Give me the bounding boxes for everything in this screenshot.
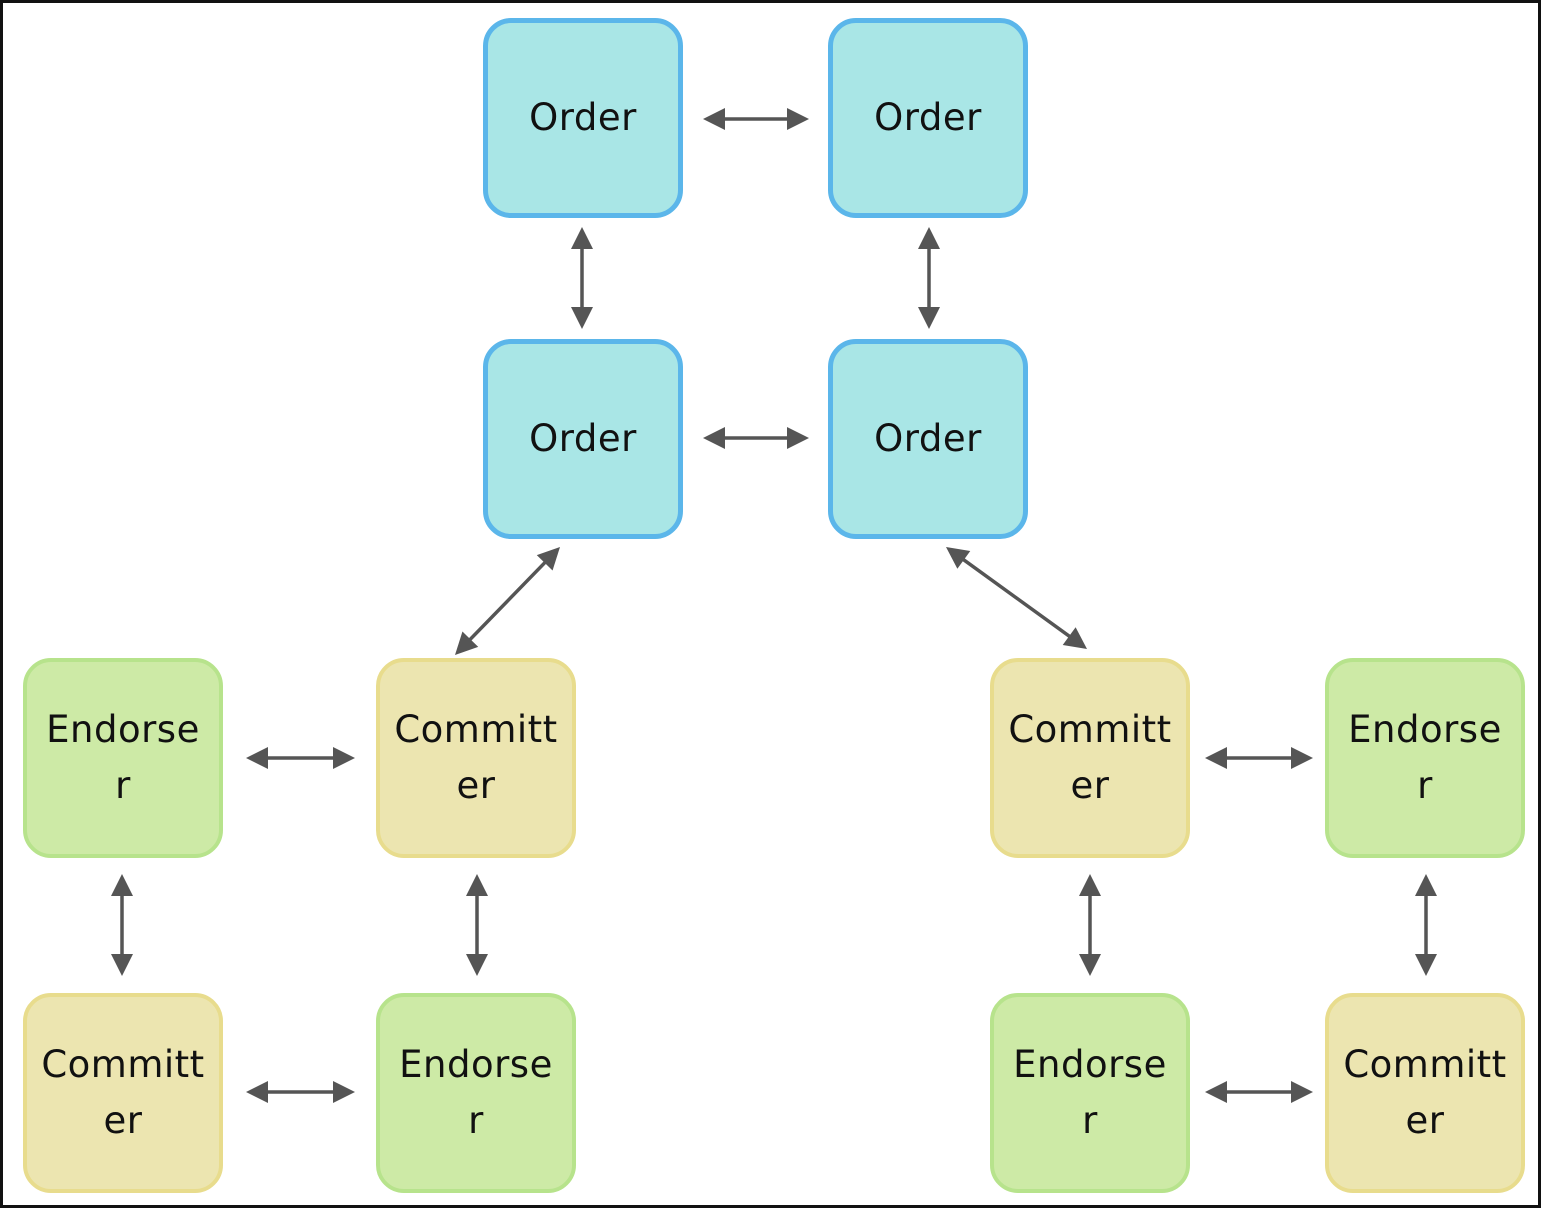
arrowhead [1415,874,1437,896]
endorser-node: Endorse r [376,993,576,1193]
arrowhead [111,874,133,896]
order-node: Order [828,18,1028,218]
arrowhead [703,108,725,130]
connection-arrow [571,227,593,329]
committer-node-label: Committ er [1008,708,1172,807]
arrowhead [1062,627,1087,649]
arrowhead [787,427,809,449]
arrowhead [787,108,809,130]
connection-arrow [246,1081,355,1103]
connection-arrow [455,547,560,655]
committer-node-label: Committ er [394,708,558,807]
connection-arrow [1079,874,1101,976]
order-node: Order [483,339,683,539]
committer-node: Committ er [376,658,576,858]
endorser-node-label: Endorse r [399,1043,553,1142]
endorser-node-label: Endorse r [1013,1043,1167,1142]
order-node-label: Order [529,417,637,460]
connection-arrow [466,874,488,976]
arrow-line [955,553,1078,643]
endorser-node: Endorse r [990,993,1190,1193]
order-node-label: Order [529,96,637,139]
connection-arrow [1205,1081,1313,1103]
arrowhead [571,307,593,329]
arrowhead [918,227,940,249]
arrowhead [1205,1081,1227,1103]
connection-arrows [111,108,1437,1103]
arrowhead [1205,747,1227,769]
endorser-node: Endorse r [23,658,223,858]
connection-arrow [946,547,1087,649]
committer-node: Committ er [990,658,1190,858]
endorser-node-label: Endorse r [46,708,200,807]
arrowhead [1291,1081,1313,1103]
connection-arrow [1205,747,1313,769]
committer-node-label: Committ er [1343,1043,1507,1142]
arrowhead [333,747,355,769]
arrowhead [571,227,593,249]
arrowhead [246,747,268,769]
arrowhead [1079,954,1101,976]
order-node: Order [483,18,683,218]
connection-arrow [918,227,940,329]
arrowhead [536,547,560,571]
endorser-node-label: Endorse r [1348,708,1502,807]
order-node-label: Order [874,96,982,139]
arrowhead [703,427,725,449]
connection-arrow [111,874,133,976]
arrowhead [455,631,479,655]
arrowhead [918,307,940,329]
connection-arrow [703,108,809,130]
arrowhead [1291,747,1313,769]
arrowhead [466,874,488,896]
order-node-label: Order [874,417,982,460]
arrowhead [946,547,971,569]
arrowhead [111,954,133,976]
connection-arrow [246,747,355,769]
committer-node: Committ er [23,993,223,1193]
connection-arrow [703,427,809,449]
arrowhead [333,1081,355,1103]
arrowhead [1415,954,1437,976]
arrowhead [466,954,488,976]
arrowhead [246,1081,268,1103]
committer-node-label: Committ er [41,1043,205,1142]
connection-arrow [1415,874,1437,976]
arrow-line [463,555,552,647]
arrowhead [1079,874,1101,896]
endorser-node: Endorse r [1325,658,1525,858]
order-node: Order [828,339,1028,539]
committer-node: Committ er [1325,993,1525,1193]
